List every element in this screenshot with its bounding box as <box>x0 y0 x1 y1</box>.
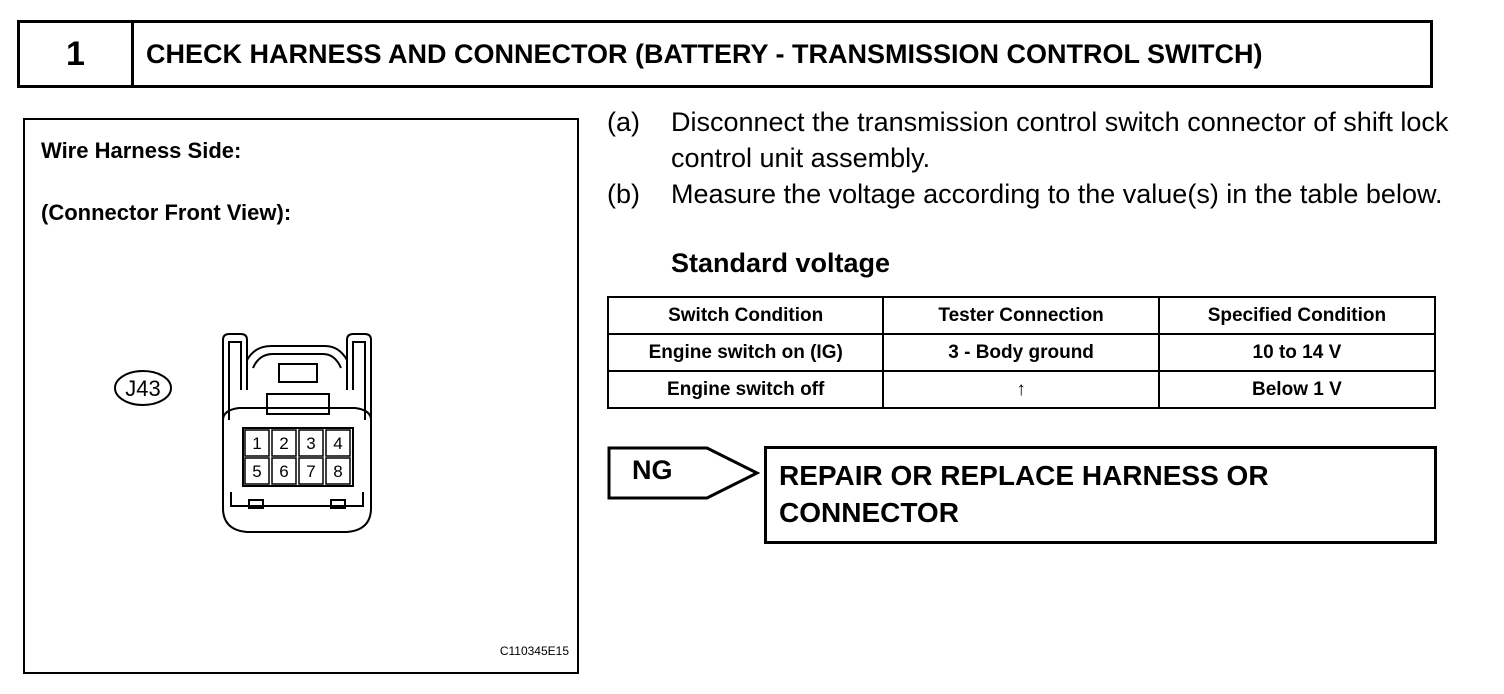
pin-number: 7 <box>306 462 315 481</box>
pin-cell <box>298 429 324 457</box>
connector-figure: Wire Harness Side: (Connector Front View… <box>23 118 579 674</box>
step-b-tag: (b) <box>607 179 640 209</box>
ng-arrow-icon <box>607 446 761 500</box>
step-number: 1 <box>20 23 134 85</box>
table-cell: 3 - Body ground <box>882 333 1160 372</box>
pin-grid: 1 2 3 4 5 6 7 8 <box>244 429 351 485</box>
connector-housing <box>222 333 372 533</box>
step-b-text: Measure the voltage according to the val… <box>671 179 1443 209</box>
ng-label: NG <box>632 455 673 485</box>
step-a-tag: (a) <box>607 107 640 137</box>
pin-number: 6 <box>279 462 288 481</box>
pin-number: 4 <box>333 434 342 453</box>
pin-number: 3 <box>306 434 315 453</box>
step-header: 1 CHECK HARNESS AND CONNECTOR (BATTERY -… <box>17 20 1433 88</box>
table-cell: ↑ <box>882 370 1160 409</box>
table-cell: 10 to 14 V <box>1157 333 1437 372</box>
column-header: Tester Connection <box>882 296 1160 335</box>
step-title: CHECK HARNESS AND CONNECTOR (BATTERY - T… <box>146 38 1263 69</box>
connector-drawing: J43 <box>114 333 372 533</box>
table-header-row: Switch Condition Tester Connection Speci… <box>606 296 1437 335</box>
figure-code: C110345E15 <box>499 644 569 658</box>
repair-action-box: REPAIR OR REPLACE HARNESS OR CONNECTOR <box>764 446 1437 544</box>
pin-number: 8 <box>333 462 342 481</box>
step-a-text: Disconnect the transmission control swit… <box>671 107 1449 173</box>
standard-voltage-label: Standard voltage <box>671 248 891 278</box>
column-header: Specified Condition <box>1157 296 1437 335</box>
table-row: Engine switch on (IG) 3 - Body ground 10… <box>606 333 1437 372</box>
pin-cell <box>271 429 297 457</box>
pin-cell <box>244 429 270 457</box>
pin-number: 1 <box>252 434 261 453</box>
pin-cell <box>325 429 351 457</box>
pin-cell <box>271 457 297 485</box>
repair-action-text: REPAIR OR REPLACE HARNESS OR CONNECTOR <box>779 460 1269 528</box>
table-row: Engine switch off ↑ Below 1 V <box>606 370 1437 409</box>
connector-id-text: J43 <box>125 376 160 401</box>
table-cell: Engine switch off <box>606 370 885 409</box>
column-header: Switch Condition <box>606 296 885 335</box>
pin-cell <box>298 457 324 485</box>
pin-number: 5 <box>252 462 261 481</box>
spec-table: Switch Condition Tester Connection Speci… <box>606 296 1437 409</box>
wire-harness-side-label: Wire Harness Side: <box>41 138 242 163</box>
pin-cell <box>325 457 351 485</box>
connector-id-badge: J43 <box>114 370 172 406</box>
table-cell: Engine switch on (IG) <box>606 333 885 372</box>
table-cell: Below 1 V <box>1157 370 1437 409</box>
pin-cell <box>244 457 270 485</box>
connector-front-view-label: (Connector Front View): <box>41 200 292 225</box>
pin-number: 2 <box>279 434 288 453</box>
